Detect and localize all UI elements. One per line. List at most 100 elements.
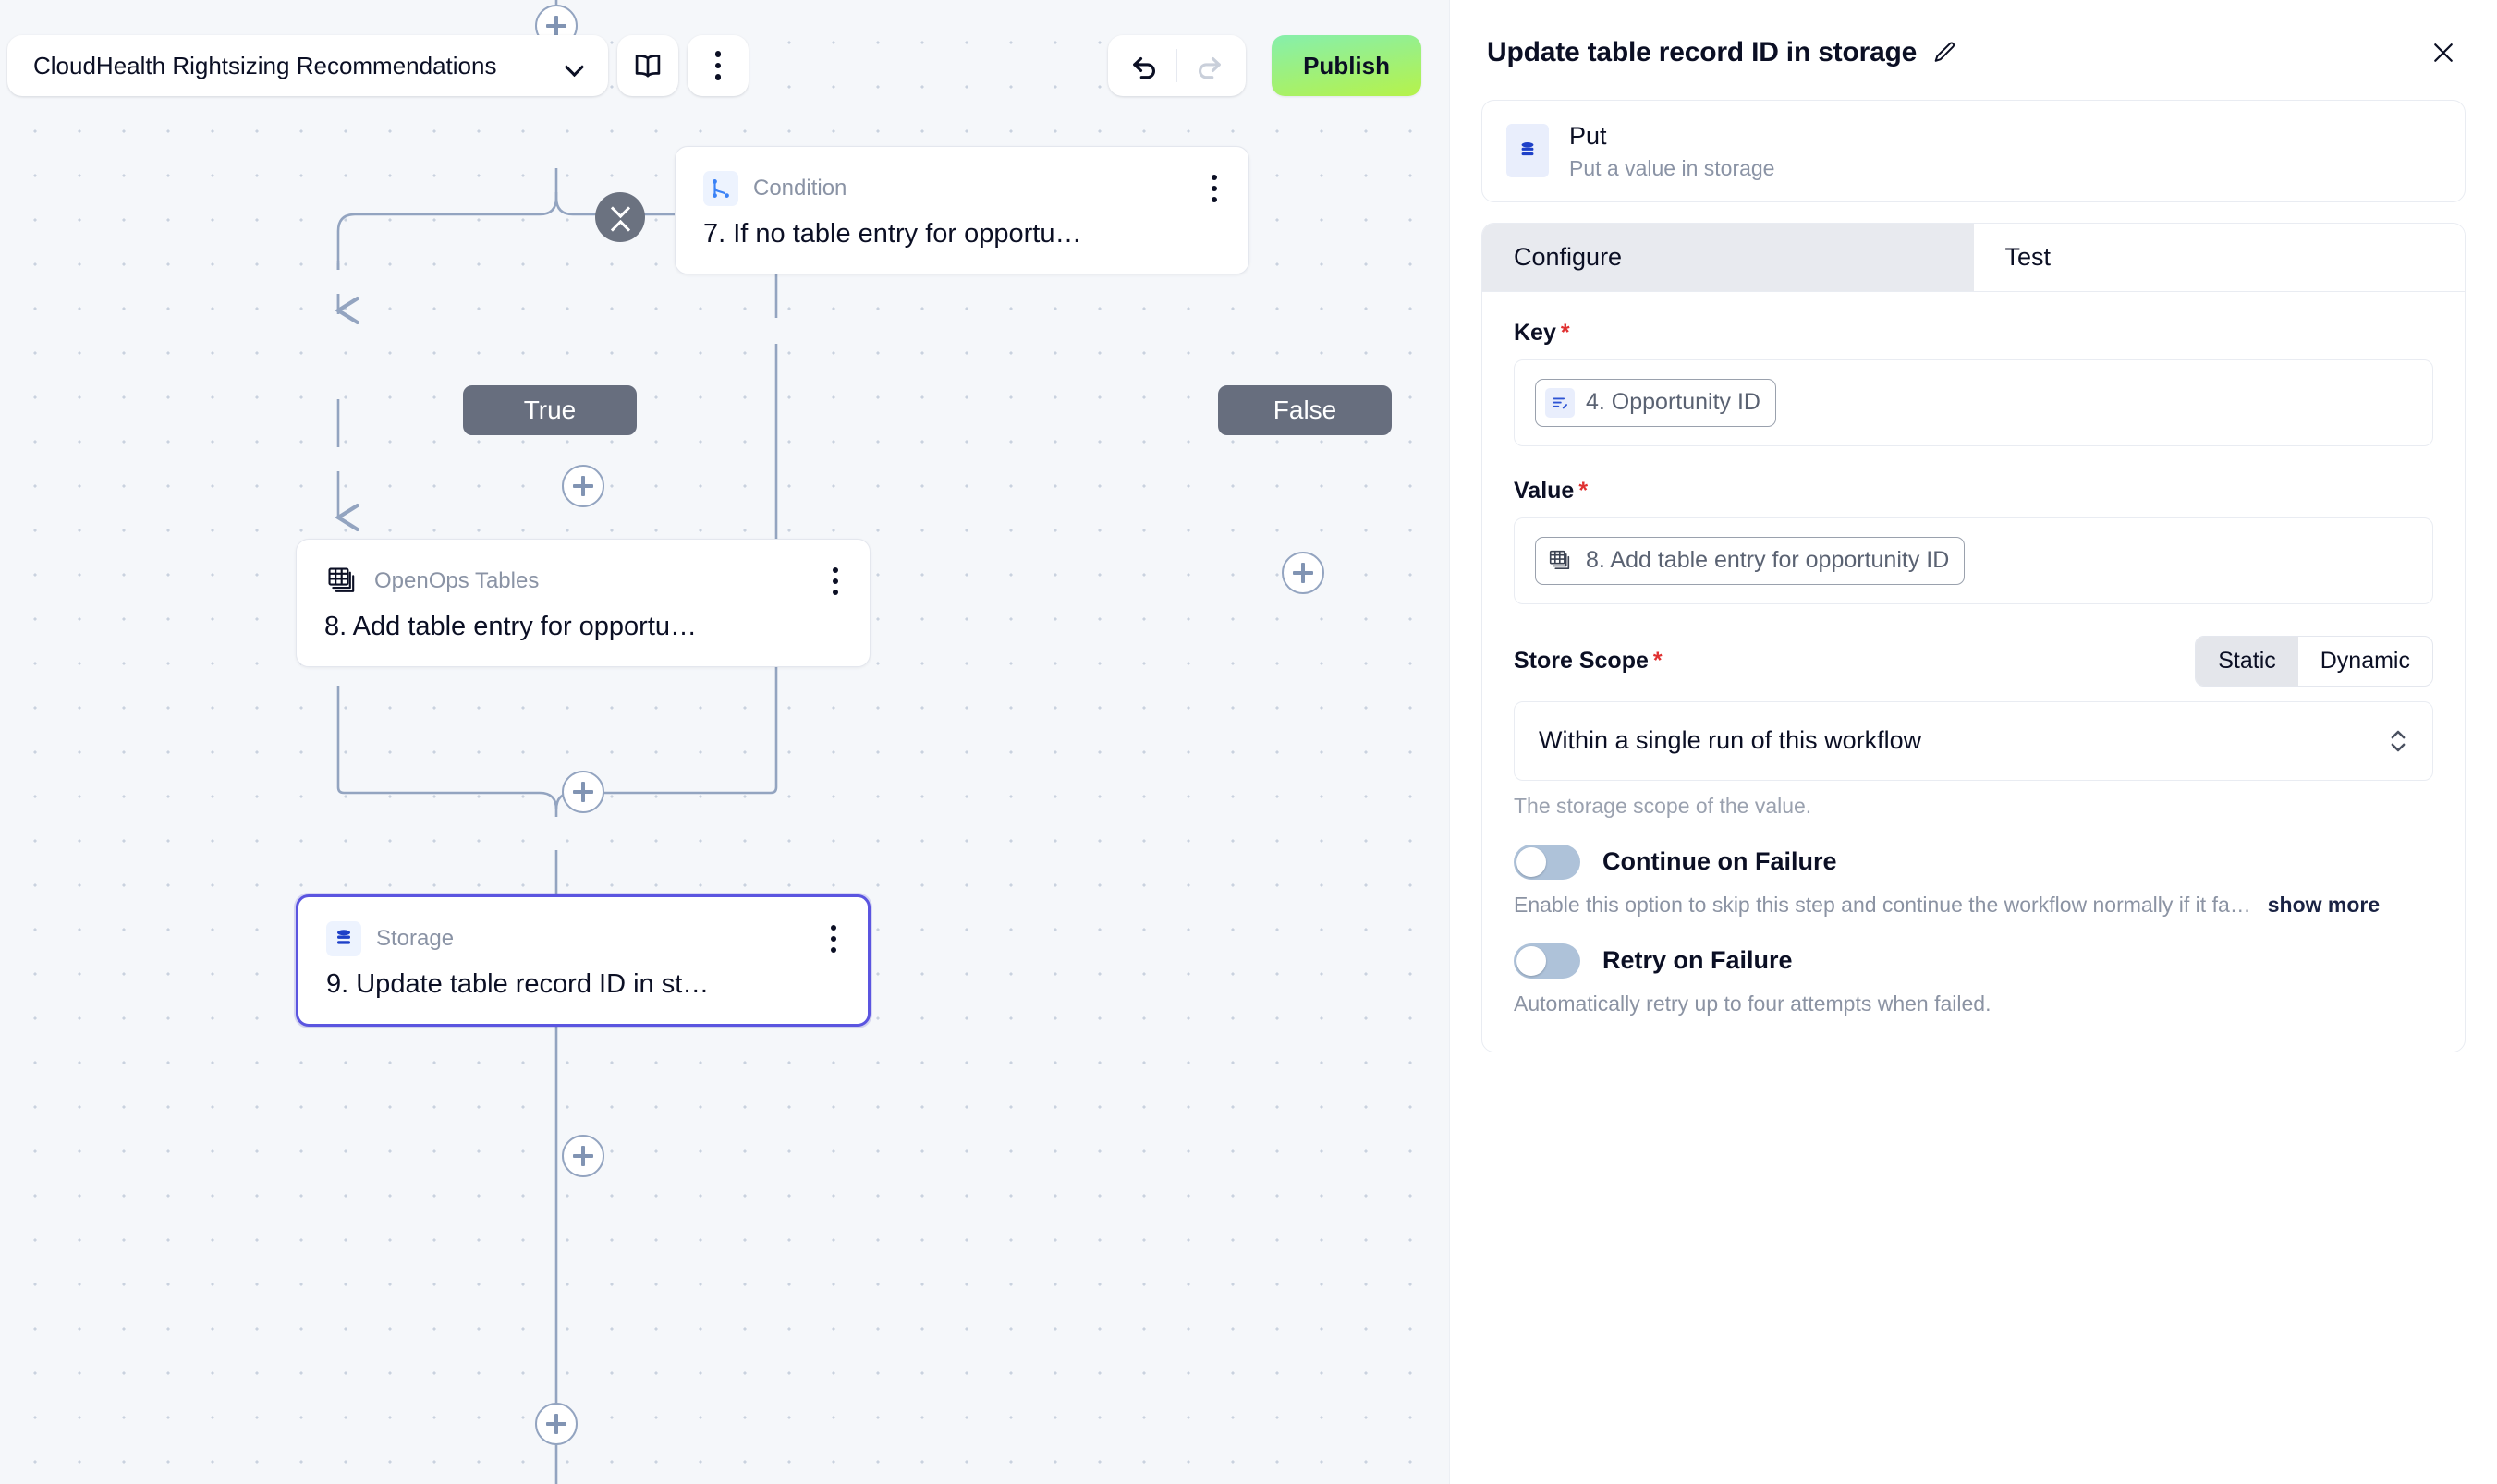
node-header: Storage [298,897,868,956]
redo-arrow-icon [1199,56,1221,79]
canvas-more-menu-button[interactable] [688,35,749,96]
branch-condition-icon [703,171,738,206]
chevron-down-icon [566,56,584,75]
add-step-button-true-branch[interactable] [562,465,604,507]
publish-button[interactable]: Publish [1272,35,1421,96]
continue-on-failure-desc-row: Enable this option to skip this step and… [1514,893,2433,918]
workflow-name-selector[interactable]: CloudHealth Rightsizing Recommendations [7,35,608,96]
node-title-label: 7. If no table entry for opportu… [703,219,1082,249]
store-scope-row: Store Scope * Static Dynamic [1514,635,2433,687]
canvas-toolbar-right: Publish [1107,35,1421,96]
toggle-knob [1516,846,1546,877]
store-scope-help: The storage scope of the value. [1514,793,1812,818]
node-type-label: OpenOps Tables [374,568,540,593]
table-stack-icon [1545,546,1575,576]
tab-configure[interactable]: Configure [1482,223,1974,291]
form-text-icon [1545,387,1575,418]
node-more-menu-button[interactable] [827,921,840,956]
pencil-icon[interactable] [1931,40,1957,66]
collapse-branch-button[interactable] [595,192,645,242]
store-scope-selected-value: Within a single run of this workflow [1539,726,1922,755]
table-stack-icon [324,564,359,599]
action-name: Put [1569,122,1607,150]
retry-on-failure-desc-row: Automatically retry up to four attempts … [1514,991,2433,1016]
node-header: OpenOps Tables [297,540,870,599]
node-title-label: 9. Update table record ID in st… [326,969,710,999]
add-step-button-after-branch-merge[interactable] [535,1403,578,1445]
key-label-text: Key [1514,319,1556,346]
retry-on-failure-description: Automatically retry up to four attempts … [1514,991,1992,1016]
docs-button[interactable] [617,35,678,96]
redo-button[interactable] [1183,40,1235,91]
key-chip-label: 4. Opportunity ID [1586,389,1760,416]
workflow-node-openops-tables[interactable]: OpenOps Tables 8. Add table entry for op… [296,539,871,667]
value-chip-label: 8. Add table entry for opportunity ID [1586,547,1950,574]
node-more-menu-button[interactable] [1208,171,1221,206]
configure-body: Key * 4. Opportunity ID [1482,292,2465,1052]
workflow-node-condition[interactable]: Condition 7. If no table entry for oppor… [675,146,1249,274]
branch-label-true[interactable]: True [459,382,640,439]
tab-test[interactable]: Test [1973,223,2465,291]
mode-dynamic-button[interactable]: Dynamic [2298,637,2432,686]
action-description: Put a value in storage [1569,155,1775,180]
continue-on-failure-label: Continue on Failure [1602,847,1837,876]
undo-button[interactable] [1119,40,1171,91]
continue-on-failure-row: Continue on Failure [1514,844,2433,880]
toggle-knob [1516,945,1546,976]
action-text-block: Put Put a value in storage [1569,121,1774,181]
value-input[interactable]: 8. Add table entry for opportunity ID [1514,517,2433,604]
continue-on-failure-description: Enable this option to skip this step and… [1514,892,2251,917]
configure-card: Configure Test Key * [1481,222,2466,1052]
add-step-button-after-openops[interactable] [562,771,604,813]
more-vertical-icon [714,51,722,80]
branch-label-false[interactable]: False [1214,382,1395,439]
value-field-label: Value * [1514,478,2433,505]
retry-on-failure-label: Retry on Failure [1602,946,1793,975]
panel-header: Update table record ID in storage [1481,26,2466,79]
value-label-text: Value [1514,477,1575,504]
retry-on-failure-toggle[interactable] [1514,943,1580,979]
chevron-down-icon [611,198,629,216]
store-scope-select[interactable]: Within a single run of this workflow [1514,700,2433,781]
database-icon [326,921,361,956]
more-vertical-icon [833,567,838,595]
chevron-up-down-icon [2388,725,2408,757]
node-title-label: 8. Add table entry for opportu… [324,612,698,641]
show-more-link[interactable]: show more [2267,892,2381,917]
key-input[interactable]: 4. Opportunity ID [1514,359,2433,446]
workflow-canvas[interactable]: CloudHealth Rightsizing Recommendations [0,0,1449,1484]
add-step-button-after-storage[interactable] [562,1135,604,1177]
panel-title: Update table record ID in storage [1487,37,1918,67]
node-more-menu-button[interactable] [829,564,842,599]
key-chip-token[interactable]: 4. Opportunity ID [1535,378,1776,427]
add-step-button-false-branch[interactable] [1282,552,1324,594]
value-chip-token[interactable]: 8. Add table entry for opportunity ID [1535,536,1966,585]
canvas-toolbar-left: CloudHealth Rightsizing Recommendations [7,35,749,96]
required-asterisk: * [1652,647,1663,674]
more-vertical-icon [1212,175,1217,202]
database-icon [1506,124,1549,178]
store-scope-label-text: Store Scope [1514,647,1649,674]
close-panel-button[interactable] [2425,34,2462,71]
retry-on-failure-row: Retry on Failure [1514,943,2433,979]
required-asterisk: * [1560,319,1570,346]
more-vertical-icon [831,925,836,953]
key-field-label: Key * [1514,320,2433,347]
step-settings-panel: Update table record ID in storage [1449,0,2497,1484]
book-icon [635,55,661,78]
toolbar-divider [1175,49,1178,82]
workflow-node-storage[interactable]: Storage 9. Update table record ID in st… [296,894,871,1027]
store-scope-label: Store Scope * [1514,648,1663,675]
static-dynamic-toggle: Static Dynamic [2195,635,2433,687]
undo-redo-group [1107,35,1247,96]
mode-static-button[interactable]: Static [2196,636,2298,686]
node-header: Condition [676,147,1248,206]
workflow-name-label: CloudHealth Rightsizing Recommendations [33,51,497,79]
undo-arrow-icon [1132,56,1155,79]
chevron-up-icon [611,218,629,237]
node-type-label: Condition [753,176,847,201]
action-summary-card[interactable]: Put Put a value in storage [1481,100,2466,202]
continue-on-failure-toggle[interactable] [1514,844,1580,880]
panel-tabs: Configure Test [1482,223,2465,292]
